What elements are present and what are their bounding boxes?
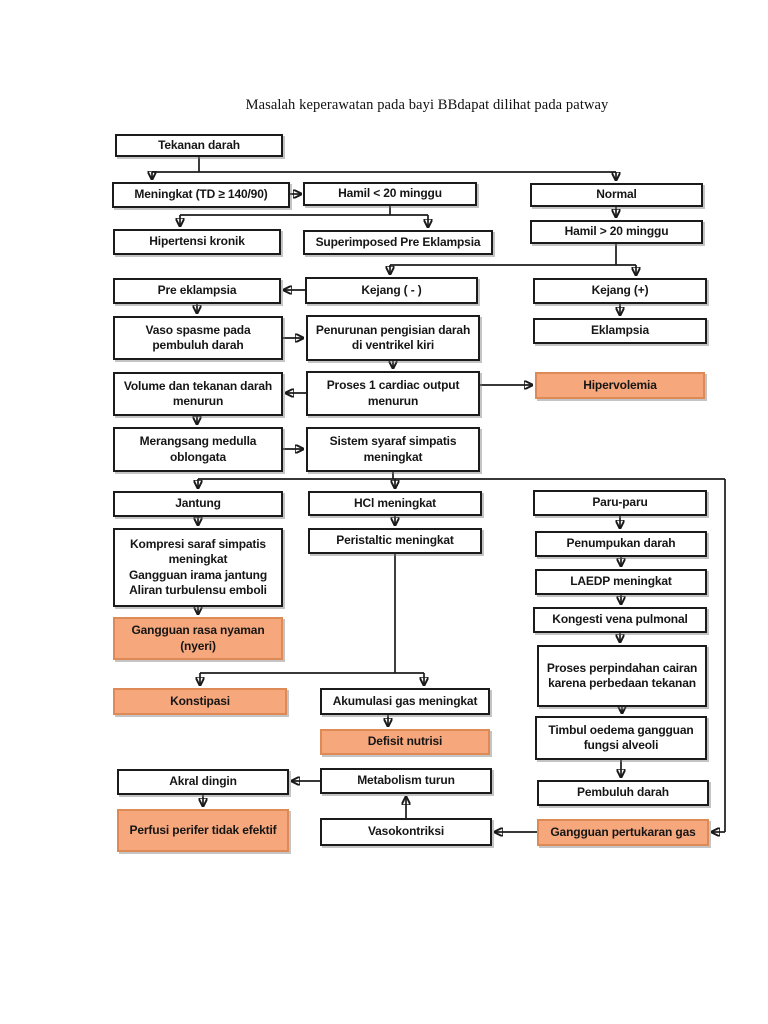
node-kejang-negatif: Kejang ( - ) bbox=[305, 277, 478, 304]
node-superimposed: Superimposed Pre Eklampsia bbox=[303, 230, 493, 255]
page-title: Masalah keperawatan pada bayi BBdapat di… bbox=[245, 97, 609, 113]
kompresi-line-2: Gangguan irama jantung bbox=[128, 567, 268, 582]
node-defisit-nutrisi: Defisit nutrisi bbox=[320, 729, 490, 755]
node-proses-cardiac: Proses 1 cardiac output menurun bbox=[306, 371, 480, 416]
node-kompresi: Kompresi saraf simpatis meningkat Ganggu… bbox=[113, 528, 283, 607]
node-konstipasi: Konstipasi bbox=[113, 688, 287, 715]
node-merangsang-medulla: Merangsang medulla oblongata bbox=[113, 427, 283, 472]
node-gangguan-rasa-nyaman: Gangguan rasa nyaman (nyeri) bbox=[113, 617, 283, 660]
node-pembuluh-darah: Pembuluh darah bbox=[537, 780, 709, 806]
node-perfusi-perifer: Perfusi perifer tidak efektif bbox=[117, 809, 289, 852]
node-sistem-syaraf: Sistem syaraf simpatis meningkat bbox=[306, 427, 480, 472]
node-hamil-lebih-20: Hamil > 20 minggu bbox=[530, 220, 703, 244]
node-jantung: Jantung bbox=[113, 491, 283, 517]
node-peristaltic: Peristaltic meningkat bbox=[308, 528, 482, 554]
node-hipertensi-kronik: Hipertensi kronik bbox=[113, 229, 281, 255]
node-tekanan-darah: Tekanan darah bbox=[115, 134, 283, 157]
node-kejang-positif: Kejang (+) bbox=[533, 278, 707, 304]
node-hamil-kurang-20: Hamil < 20 minggu bbox=[303, 182, 477, 206]
node-akral-dingin: Akral dingin bbox=[117, 769, 289, 795]
node-gangguan-pertukaran-gas: Gangguan pertukaran gas bbox=[537, 819, 709, 846]
node-meningkat: Meningkat (TD ≥ 140/90) bbox=[112, 182, 290, 208]
node-penurunan-pengisian: Penurunan pengisian darah di ventrikel k… bbox=[306, 315, 480, 361]
node-vaso-spasme: Vaso spasme pada pembuluh darah bbox=[113, 316, 283, 360]
node-vasokontriksi: Vasokontriksi bbox=[320, 818, 492, 846]
node-penumpukan-darah: Penumpukan darah bbox=[535, 531, 707, 557]
node-pre-eklampsia: Pre eklampsia bbox=[113, 278, 281, 304]
node-laedp: LAEDP meningkat bbox=[535, 569, 707, 595]
node-eklampsia: Eklampsia bbox=[533, 318, 707, 344]
node-paru-paru: Paru-paru bbox=[533, 490, 707, 516]
node-proses-perpindahan: Proses perpindahan cairan karena perbeda… bbox=[537, 645, 707, 707]
node-akumulasi-gas: Akumulasi gas meningkat bbox=[320, 688, 490, 715]
node-timbul-oedema: Timbul oedema gangguan fungsi alveoli bbox=[535, 716, 707, 760]
node-volume-tekanan: Volume dan tekanan darah menurun bbox=[113, 372, 283, 416]
kompresi-line-1: Kompresi saraf simpatis meningkat bbox=[130, 536, 266, 567]
node-kongesti: Kongesti vena pulmonal bbox=[533, 607, 707, 633]
node-normal: Normal bbox=[530, 183, 703, 207]
node-metabolism-turun: Metabolism turun bbox=[320, 768, 492, 794]
node-hipervolemia: Hipervolemia bbox=[535, 372, 705, 399]
node-hcl-meningkat: HCl meningkat bbox=[308, 491, 482, 516]
kompresi-line-3: Aliran turbulensu emboli bbox=[129, 582, 267, 597]
